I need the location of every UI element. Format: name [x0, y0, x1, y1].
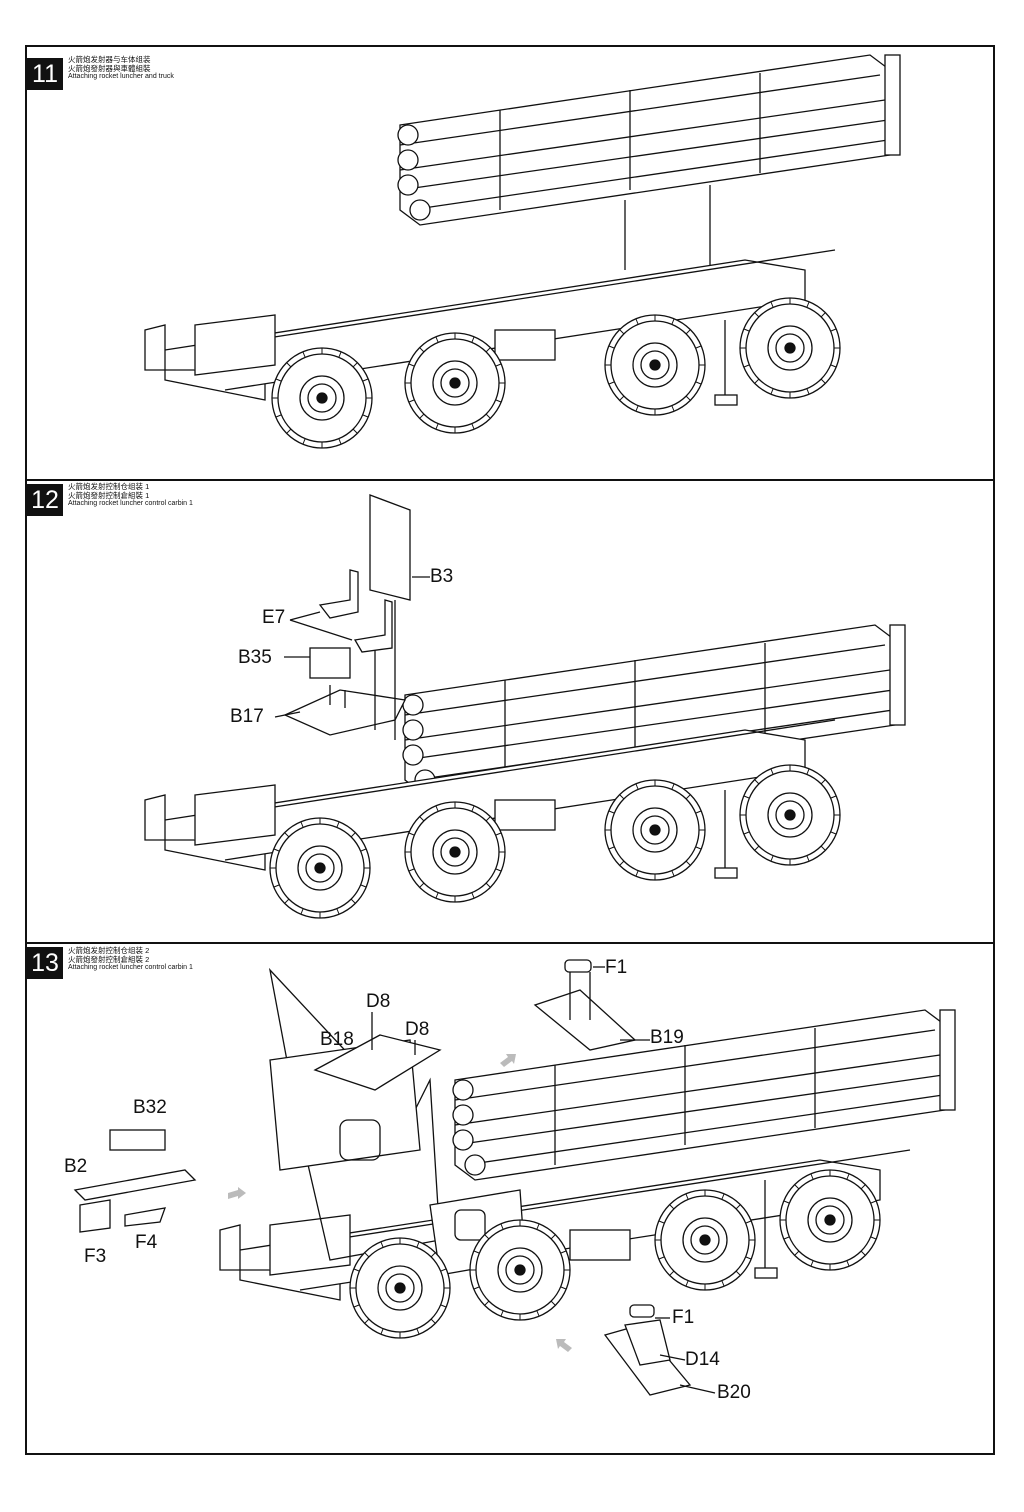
title-simplified-chinese: 火箭炮发射控制仓组装 2: [68, 946, 150, 955]
part-label-b35: B35: [238, 647, 272, 668]
part-label-d8: D8: [366, 991, 391, 1012]
part-label-b18: B18: [320, 1029, 354, 1050]
step-number: 11: [27, 58, 63, 90]
part-b2: [73, 1169, 197, 1201]
part-label-f1: F1: [605, 957, 628, 978]
panel-divider: [25, 942, 995, 944]
step-caption: 火箭炮发射控制仓组装 2 火箭炮發射控制倉組裝 2 Attaching rock…: [68, 946, 193, 973]
title-simplified-chinese: 火箭炮发射控制仓组装 1: [68, 482, 150, 491]
title-traditional-chinese: 火箭炮發射器與車體組裝: [68, 63, 151, 73]
step-number: 12: [27, 484, 63, 516]
rocket-launcher-pod: [397, 54, 901, 226]
step-caption: 火箭炮发射器与车体组装 火箭炮發射器與車體組裝 Attaching rocket…: [68, 55, 174, 82]
part-label-b3: B3: [430, 566, 454, 587]
title-traditional-chinese: 火箭炮發射控制倉組裝 2: [68, 954, 150, 964]
title-simplified-chinese: 火箭炮发射器与车体组装: [68, 55, 151, 64]
part-label-b17: B17: [230, 706, 264, 727]
title-traditional-chinese: 火箭炮發射控制倉組裝 1: [68, 490, 150, 500]
part-label-e7: E7: [262, 607, 286, 628]
part-b18: [313, 1034, 442, 1091]
part-b19: [533, 989, 637, 1051]
page-frame: [25, 45, 995, 1455]
step13-drawing: [73, 959, 956, 1396]
step-number: 13: [27, 947, 63, 979]
step12-drawing: [144, 494, 906, 919]
part-label-d14: D14: [685, 1349, 720, 1370]
part-label-b20: B20: [717, 1382, 751, 1403]
part-label-d8: D8: [405, 1019, 430, 1040]
part-label-b2: B2: [64, 1156, 88, 1177]
step-caption: 火箭炮发射控制仓组装 1 火箭炮發射控制倉組裝 1 Attaching rock…: [68, 482, 193, 509]
part-label-f1: F1: [672, 1307, 695, 1328]
part-label-b32: B32: [133, 1097, 167, 1118]
title-english: Attaching rocket luncher and truck: [68, 73, 174, 80]
title-english: Attaching rocket luncher control carbin …: [68, 500, 193, 507]
part-label-f3: F3: [84, 1246, 107, 1267]
title-english: Attaching rocket luncher control carbin …: [68, 964, 193, 971]
part-label-b19: B19: [650, 1027, 684, 1048]
step11-drawing: [144, 54, 901, 449]
panel-divider: [25, 479, 995, 481]
part-label-f4: F4: [135, 1232, 158, 1253]
part-b3: [369, 494, 411, 601]
